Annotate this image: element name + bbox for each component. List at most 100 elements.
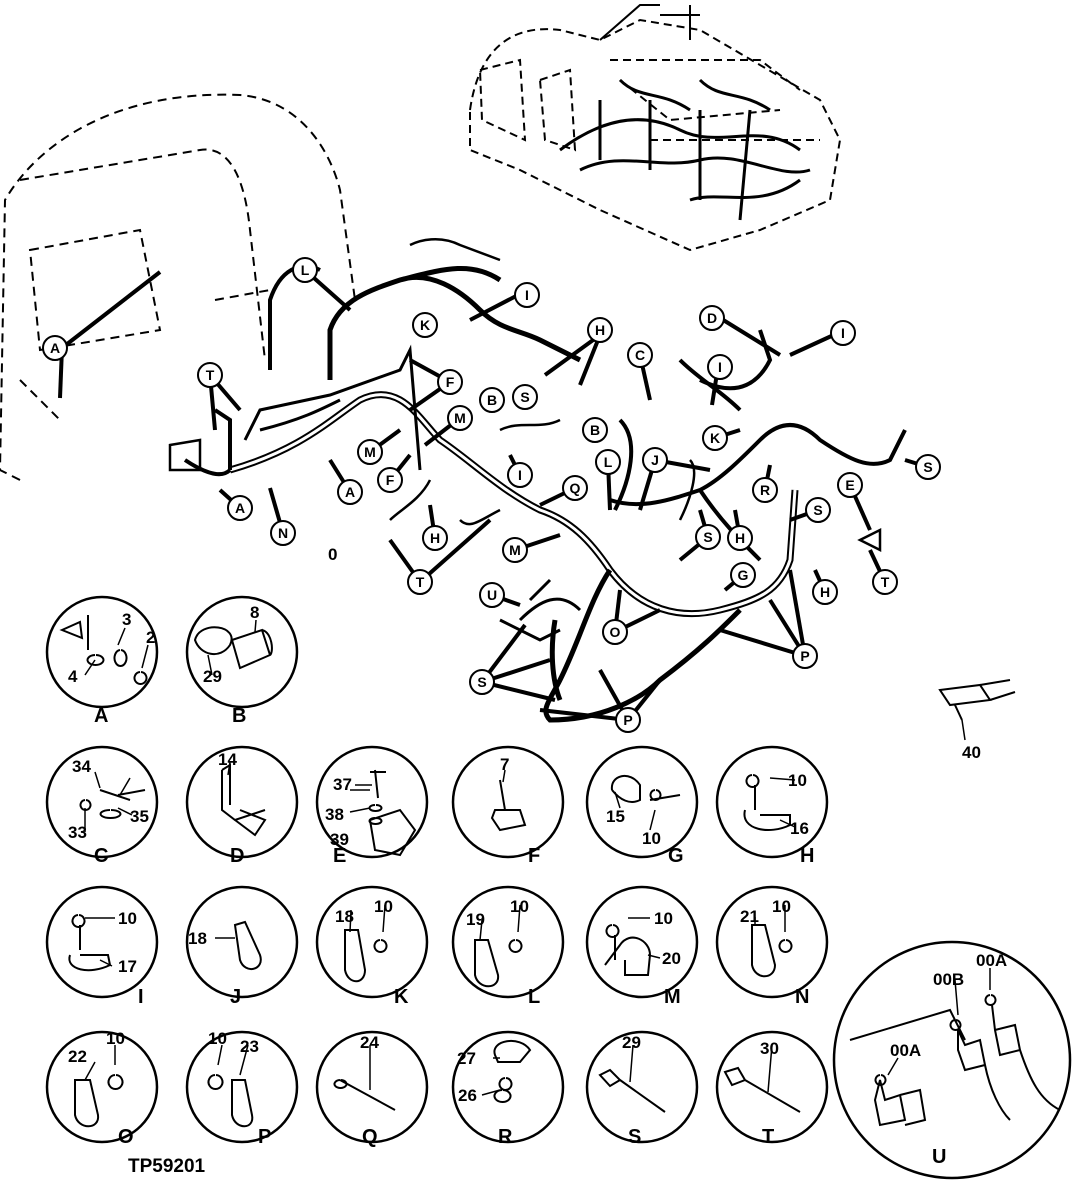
detail-leaders bbox=[84, 619, 991, 1096]
harness-branch-lower bbox=[543, 568, 742, 723]
callout-G: G bbox=[738, 567, 749, 583]
detail-circles bbox=[45, 595, 1072, 1180]
part-I-10: 10 bbox=[118, 909, 137, 928]
part-O-10: 10 bbox=[106, 1029, 125, 1048]
callout-F: F bbox=[446, 374, 455, 390]
callout-I: I bbox=[518, 467, 522, 483]
connector-number: 40 bbox=[962, 743, 981, 762]
detail-letter-F: F bbox=[528, 845, 540, 867]
machine-outline bbox=[469, 18, 842, 252]
part-O-22: 22 bbox=[68, 1047, 87, 1066]
detail-letter-T: T bbox=[762, 1126, 774, 1148]
callout-H: H bbox=[595, 322, 605, 338]
detail-letter-E: E bbox=[333, 845, 346, 867]
part-I-17: 17 bbox=[118, 957, 137, 976]
callout-T: T bbox=[416, 574, 425, 590]
part-U-00A-bottom: 00A bbox=[890, 1041, 921, 1060]
leaders bbox=[58, 268, 929, 722]
detail-letter-B: B bbox=[232, 705, 246, 727]
callout-I: I bbox=[841, 325, 845, 341]
detail-letter-S: S bbox=[628, 1126, 641, 1148]
detail-letter-Q: Q bbox=[362, 1126, 378, 1148]
part-A-4: 4 bbox=[68, 667, 78, 686]
callout-D: D bbox=[707, 310, 717, 326]
harness-branch-rail bbox=[243, 344, 422, 471]
callout-I: I bbox=[718, 359, 722, 375]
part-K-10: 10 bbox=[374, 897, 393, 916]
callout-R: R bbox=[760, 482, 770, 498]
part-P-10: 10 bbox=[208, 1029, 227, 1048]
detail-letter-R: R bbox=[498, 1126, 513, 1148]
harness-main-inner bbox=[229, 393, 797, 616]
part-L-19: 19 bbox=[466, 910, 485, 929]
cab-outline bbox=[0, 93, 356, 481]
callout-N: N bbox=[278, 525, 288, 541]
detail-letter-M: M bbox=[664, 986, 681, 1008]
part-H-10: 10 bbox=[788, 771, 807, 790]
detail-letter-K: K bbox=[394, 986, 409, 1008]
callout-M: M bbox=[364, 444, 376, 460]
callout-L: L bbox=[301, 262, 310, 278]
callout-A: A bbox=[345, 484, 355, 500]
part-C-33: 33 bbox=[68, 823, 87, 842]
harness-branch-right bbox=[609, 329, 907, 562]
detail-letter-J: J bbox=[230, 986, 241, 1008]
callout-S: S bbox=[477, 674, 486, 690]
callout-I: I bbox=[525, 287, 529, 303]
part-A-3: 3 bbox=[122, 610, 131, 629]
drawing-id: TP59201 bbox=[128, 1156, 206, 1177]
detail-letter-D: D bbox=[230, 845, 244, 867]
harness-number: 0 bbox=[328, 545, 337, 564]
callout-M: M bbox=[454, 410, 466, 426]
detail-letter-P: P bbox=[258, 1126, 271, 1148]
main-callouts: L I K H D I A T F B S B C M M I F A N H … bbox=[42, 257, 941, 733]
detail-letter-I: I bbox=[138, 986, 144, 1008]
part-L-10: 10 bbox=[510, 897, 529, 916]
part-D-14: 14 bbox=[218, 750, 237, 769]
part-M-10: 10 bbox=[654, 909, 673, 928]
harness-branch-U bbox=[499, 578, 582, 642]
callout-C: C bbox=[635, 347, 645, 363]
part-N-21: 21 bbox=[740, 907, 759, 926]
part-Q-24: 24 bbox=[360, 1033, 379, 1052]
part-B-29: 29 bbox=[203, 667, 222, 686]
callout-A: A bbox=[50, 340, 60, 356]
detail-part-numbers: 3 2 4 8 29 34 35 33 14 37 38 39 7 15 10 … bbox=[68, 603, 1007, 1105]
part-B-8: 8 bbox=[250, 603, 259, 622]
detail-letter-H: H bbox=[800, 845, 814, 867]
callout-H: H bbox=[430, 530, 440, 546]
part-K-18: 18 bbox=[335, 907, 354, 926]
part-T-30: 30 bbox=[760, 1039, 779, 1058]
part-E-39: 39 bbox=[330, 830, 349, 849]
callout-B: B bbox=[590, 422, 600, 438]
part-S-29: 29 bbox=[622, 1033, 641, 1052]
detail-letter-A: A bbox=[94, 705, 108, 727]
machine-harness bbox=[559, 78, 811, 221]
callout-S: S bbox=[923, 459, 932, 475]
detail-letter-N: N bbox=[795, 986, 809, 1008]
callout-S: S bbox=[520, 389, 529, 405]
part-U-00A-top: 00A bbox=[976, 951, 1007, 970]
callout-J: J bbox=[651, 452, 659, 468]
part-A-2: 2 bbox=[146, 628, 155, 647]
callout-Q: Q bbox=[570, 480, 581, 496]
machine-boom bbox=[599, 4, 700, 41]
part-F-7: 7 bbox=[500, 755, 509, 774]
callout-S: S bbox=[703, 529, 712, 545]
part-E-37: 37 bbox=[333, 775, 352, 794]
detail-letters: A B C D E F G H I J K L M N O P Q R S T … bbox=[94, 705, 946, 1168]
harness-branch-upper bbox=[327, 266, 582, 380]
callout-F: F bbox=[386, 472, 395, 488]
part-G-15: 15 bbox=[606, 807, 625, 826]
callout-K: K bbox=[710, 430, 720, 446]
harness-sensor-lines bbox=[168, 238, 882, 553]
part-N-10: 10 bbox=[772, 897, 791, 916]
part-E-38: 38 bbox=[325, 805, 344, 824]
part-G-10: 10 bbox=[642, 829, 661, 848]
callout-H: H bbox=[735, 530, 745, 546]
callout-A: A bbox=[235, 500, 245, 516]
callout-K: K bbox=[420, 317, 430, 333]
callout-P: P bbox=[623, 712, 632, 728]
part-C-35: 35 bbox=[130, 807, 149, 826]
